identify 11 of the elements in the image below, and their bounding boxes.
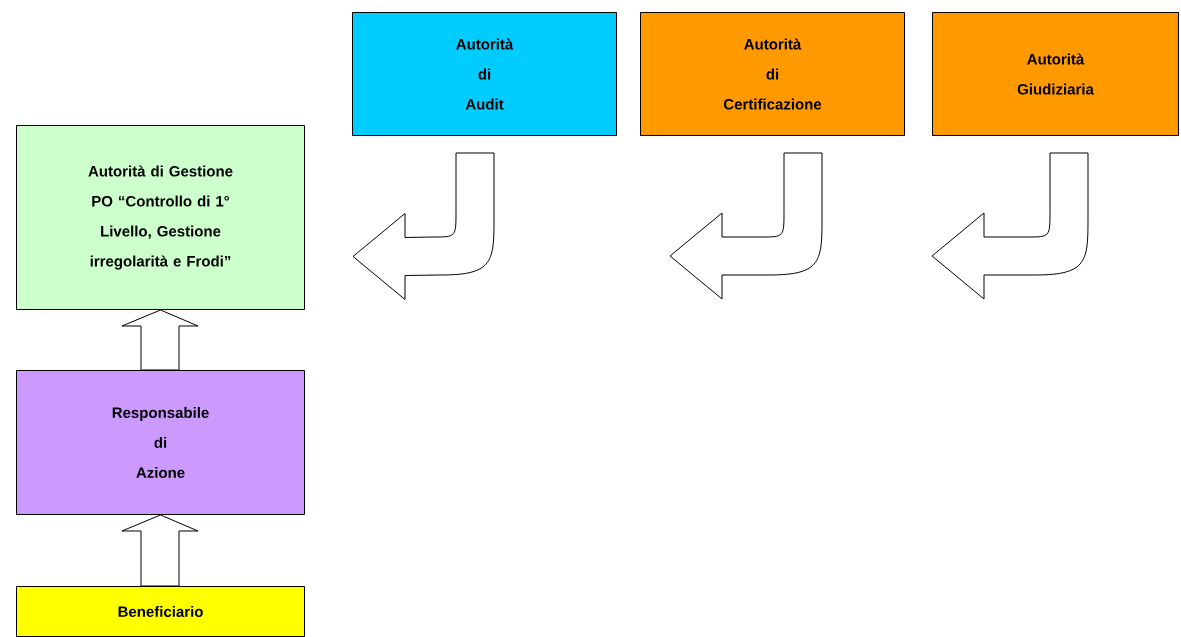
u-turn-arrow — [669, 152, 823, 300]
u-turn-arrow — [931, 152, 1089, 300]
authority-box: Autorità Giudiziaria — [932, 12, 1179, 136]
authority-box: Autorità di Audit — [352, 12, 617, 136]
block-arrow — [121, 514, 199, 587]
u-turn-arrow — [352, 152, 495, 300]
process-box: Responsabile di Azione — [16, 370, 305, 515]
block-arrow — [121, 309, 199, 371]
process-box: Autorità di Gestione PO “Controllo di 1° Livello, Gestione irregolarità e Frodi” — [16, 125, 305, 310]
authority-box: Autorità di Certificazione — [640, 12, 905, 136]
process-box: Beneficiario — [16, 586, 305, 637]
